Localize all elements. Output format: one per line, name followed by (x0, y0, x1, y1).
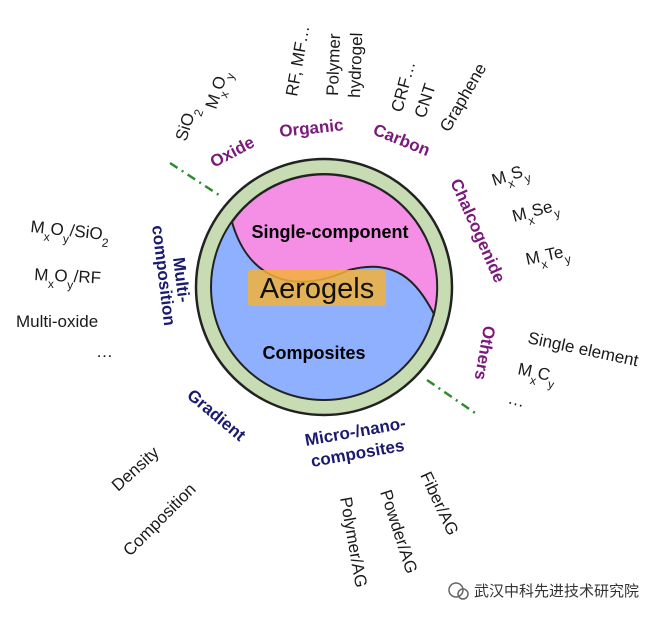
category-gradient: Gradient (183, 386, 249, 446)
category-others: Others (471, 324, 499, 381)
gradient-item-composition: Composition (119, 480, 199, 560)
category-organic: Organic (278, 115, 344, 141)
aerogels-highlight (248, 270, 386, 306)
gradient-item-density: Density (108, 443, 163, 495)
others-item-mxcy: MxCy (515, 359, 558, 391)
organic-item-hydrogel: hydrogel (345, 32, 366, 98)
category-chalcogenide: Chalcogenide (446, 176, 509, 286)
separator-line-lower-right (426, 378, 479, 417)
chalcogenide-item-mxtey: MxTey (524, 241, 572, 275)
multi-item-mxoy-sio2: MxOy/SiO2 (29, 217, 111, 250)
organic-item-rf-mf: RF, MF… (282, 24, 313, 98)
organic-item-polymer: Polymer (323, 33, 344, 96)
aerogels-title: Aerogels (260, 273, 374, 305)
category-carbon: Carbon (371, 120, 433, 160)
composites-label: Composites (262, 343, 365, 363)
chalcogenide-item-mxsey: MxSey (510, 195, 562, 231)
carbon-item-graphene: Graphene (436, 60, 490, 135)
chalcogenide-item-mxsy: MxSy (489, 160, 532, 195)
others-item-more: … (506, 389, 527, 412)
multi-item-multi-oxide: Multi-oxide (16, 312, 98, 331)
oxide-item-mxoy: MxOy (202, 68, 238, 113)
micro-item-fiber-ag: Fiber/AG (416, 469, 462, 539)
watermark-text: 武汉中科先进技术研究院 (474, 582, 639, 600)
watermark-logo-icon (448, 582, 464, 598)
carbon-item-cnt: CNT (411, 81, 440, 120)
watermark-logo-icon-inner (457, 588, 469, 600)
watermark: 武汉中科先进技术研究院 (448, 582, 639, 600)
oxide-item-sio2: SiO2 (172, 104, 207, 145)
category-oxide: Oxide (207, 133, 258, 172)
micro-item-powder-ag: Powder/AG (376, 487, 421, 576)
single-component-label: Single-component (252, 222, 409, 242)
multi-item-more: … (96, 342, 113, 361)
micro-item-polymer-ag: Polymer/AG (336, 495, 371, 589)
multi-item-mxoy-rf: MxOy/RF (33, 265, 101, 293)
